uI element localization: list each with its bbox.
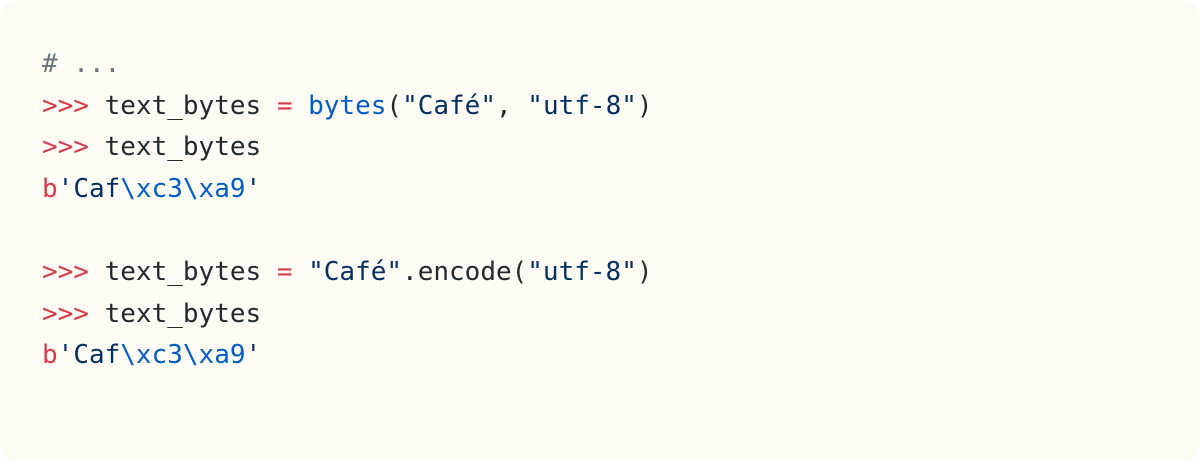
repl-prompt: >>> [42, 90, 89, 121]
bytes-prefix: b [42, 340, 58, 371]
repl-prompt: >>> [42, 132, 89, 163]
paren-open: ( [386, 90, 403, 121]
comment: # ... [42, 49, 121, 79]
code-line-output: b'Caf\xc3\xa9' [42, 335, 1158, 377]
assign-operator: = [276, 90, 293, 121]
code-line-output: b'Caf\xc3\xa9' [42, 169, 1158, 211]
comma: , [495, 90, 528, 121]
builtin-bytes: bytes [308, 90, 387, 121]
quote: ' [245, 173, 262, 204]
repl-prompt: >>> [42, 256, 89, 287]
code-line-comment: # ... [42, 44, 1158, 86]
variable: text_bytes [88, 298, 262, 329]
bytes-literal: Caf [73, 173, 121, 204]
space [292, 257, 308, 287]
quote: ' [57, 173, 74, 204]
escape-sequence: \xa9 [182, 173, 246, 204]
code-line-eval: >>> text_bytes [42, 127, 1158, 169]
code-line-bytes-call: >>> text_bytes = bytes("Café", "utf-8") [42, 86, 1158, 128]
code-line-encode-call: >>> text_bytes = "Café".encode("utf-8") [42, 252, 1158, 294]
repl-prompt: >>> [42, 298, 89, 329]
escape-sequence: \xc3 [120, 340, 183, 371]
bytes-literal: Caf [73, 340, 121, 371]
code-line-blank [42, 210, 1158, 252]
code-listing: # ...>>> text_bytes = bytes("Café", "utf… [42, 44, 1158, 377]
escape-sequence: \xa9 [182, 340, 246, 371]
paren-close: ) [636, 90, 653, 121]
code-line-eval: >>> text_bytes [42, 294, 1158, 336]
paren-close: ) [636, 256, 653, 287]
quote: ' [57, 340, 74, 371]
space [292, 91, 308, 121]
escape-sequence: \xc3 [120, 173, 183, 204]
variable: text_bytes [88, 132, 262, 163]
string-literal: "utf-8" [527, 256, 637, 287]
assign-operator: = [276, 256, 293, 287]
quote: ' [245, 340, 262, 371]
variable: text_bytes [88, 256, 277, 287]
string-literal: "utf-8" [527, 90, 637, 121]
variable: text_bytes [88, 90, 277, 121]
method-encode: .encode( [402, 256, 528, 287]
string-literal: "Café" [308, 256, 403, 287]
bytes-prefix: b [42, 173, 58, 204]
string-literal: "Café" [402, 90, 496, 121]
